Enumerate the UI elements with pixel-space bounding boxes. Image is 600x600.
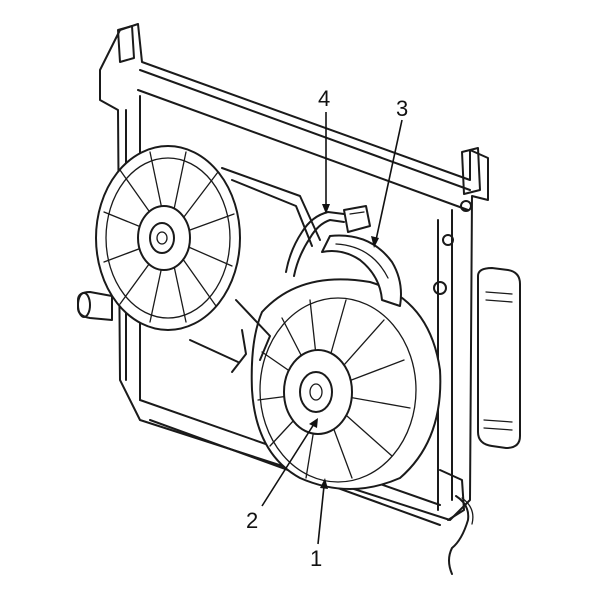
left-outlet-pipe	[77, 291, 113, 321]
callout-3-label: 3	[396, 96, 408, 121]
callout-4-label: 4	[318, 86, 330, 111]
shroud-struts	[189, 167, 321, 373]
fan-motor	[321, 234, 402, 307]
wiring-harness	[285, 205, 371, 277]
callouts: 4 3 2 1	[246, 86, 408, 571]
lower-bracket	[439, 469, 474, 575]
callout-1-label: 1	[310, 546, 322, 571]
front-fan	[257, 297, 417, 483]
callout-2-label: 2	[246, 508, 258, 533]
left-fan	[95, 145, 241, 331]
side-tank	[477, 267, 521, 449]
